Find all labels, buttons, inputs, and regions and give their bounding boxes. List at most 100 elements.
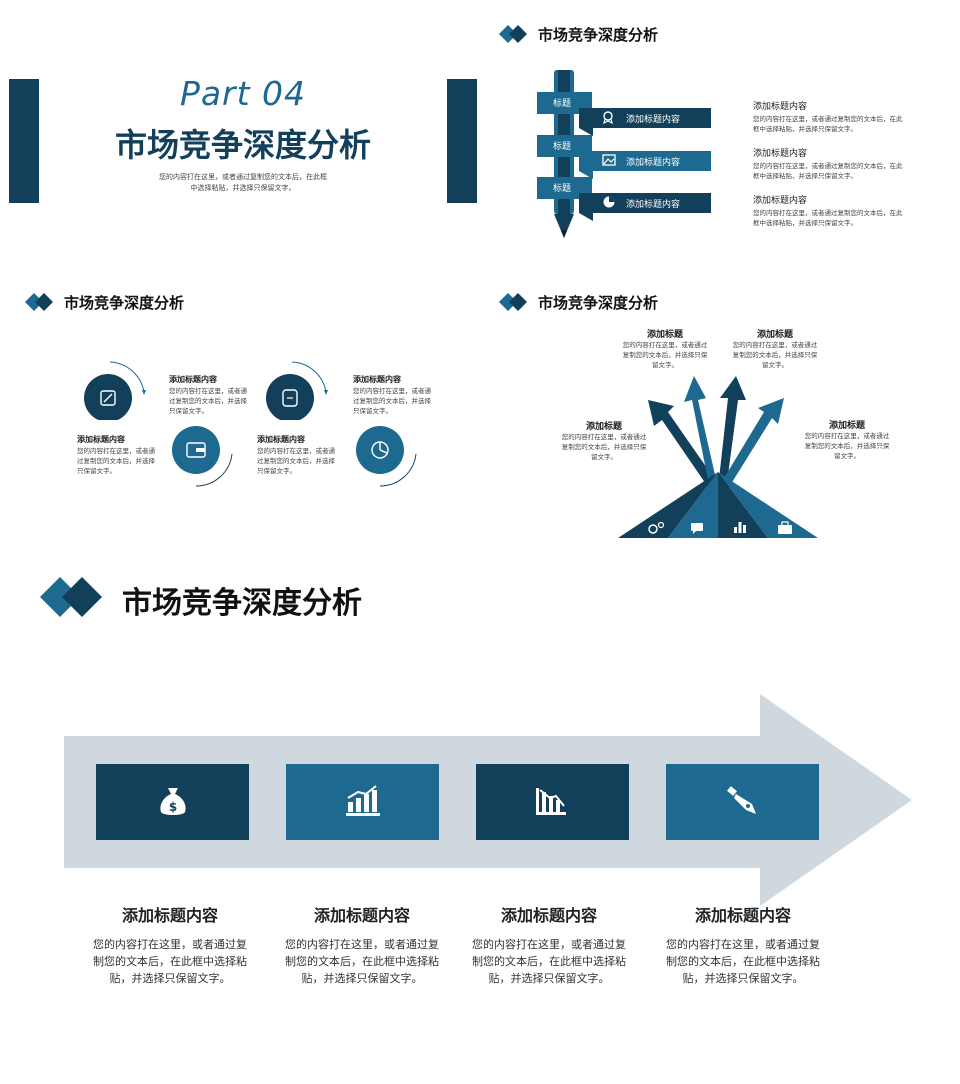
card-text: 添加标题内容 您的内容打在这里，或者通过复 制您的文本后，在此框中选择粘 贴，并… <box>651 902 835 987</box>
part-desc-2: 中选择粘贴，并选择只保留文字。 <box>190 184 296 192</box>
item-desc: 只保留文字。 <box>353 407 392 415</box>
svg-text:$: $ <box>169 800 177 814</box>
gear-icon <box>646 520 666 536</box>
label-title: 添加标题 <box>585 422 622 432</box>
tab-label: 标题 <box>553 142 572 152</box>
diamond-logo-icon <box>38 575 104 619</box>
card-desc: 贴，并选择只保留文字。 <box>109 972 231 985</box>
label-desc: 复制您的文本后，并选择只保 <box>804 442 890 450</box>
text-item: 添加标题内容 您的内容打在这里，或者通 过复制您的文本后，并选择 只保留文字。 <box>169 374 259 416</box>
card-desc: 制您的文本后，在此框中选择粘 <box>666 955 820 968</box>
left-bar <box>9 79 39 203</box>
right-bar <box>447 79 477 203</box>
item-desc: 过复制您的文本后，并选择 <box>257 457 335 465</box>
card-desc: 您的内容打在这里，或者通过复 <box>285 938 439 951</box>
card-box <box>286 764 439 840</box>
tab-label-bg <box>537 177 592 199</box>
card-desc: 贴，并选择只保留文字。 <box>488 972 610 985</box>
label-desc: 留文字。 <box>652 361 678 369</box>
ribbon-row <box>579 151 711 179</box>
item-title: 添加标题内容 <box>257 435 305 444</box>
item-desc: 只保留文字。 <box>169 407 208 415</box>
circle-compass <box>82 360 152 420</box>
section-header: 市场竞争深度分析 <box>122 586 362 621</box>
arrow-label: 添加标题 您的内容打在这里，或者通过 复制您的文本后，并选择只保 留文字。 <box>549 419 659 462</box>
part-desc-1: 您的内容打在这里，或者通过复制您的文本后，在此框 <box>159 173 327 181</box>
item-desc: 框中选择粘贴，并选择只保留文字。 <box>753 125 857 133</box>
text-item: 添加标题内容 您的内容打在这里，或者通过复制您的文本后，在此 框中选择粘贴，并选… <box>753 146 903 181</box>
item-desc: 框中选择粘贴，并选择只保留文字。 <box>753 172 857 180</box>
pen-nib-icon <box>726 786 760 816</box>
item-title: 添加标题内容 <box>753 196 808 206</box>
card-desc: 贴，并选择只保留文字。 <box>301 972 423 985</box>
ribbon-content: 添加标题内容 <box>626 200 681 210</box>
ribbon-content: 添加标题内容 <box>626 158 681 168</box>
money-bag-icon: $ <box>157 784 189 818</box>
tab-label: 标题 <box>553 99 572 109</box>
label-desc: 留文字。 <box>834 452 860 460</box>
label-desc: 复制您的文本后，并选择只保 <box>732 351 818 359</box>
part-title: 市场竞争深度分析 <box>114 126 371 164</box>
item-desc: 您的内容打在这里，或者通过复制您的文本后，在此 <box>753 115 903 123</box>
growth-chart-icon <box>346 784 380 816</box>
item-desc: 您的内容打在这里，或者通 <box>77 447 155 455</box>
ribbon-content: 添加标题内容 <box>626 115 681 125</box>
label-desc: 您的内容打在这里，或者通过 <box>561 433 647 441</box>
diamond-logo-icon <box>24 292 56 312</box>
pie-chart-icon <box>602 195 616 209</box>
label-desc: 复制您的文本后，并选择只保 <box>622 351 708 359</box>
bar-chart-icon <box>733 520 747 534</box>
arrows-pyramid-graphic <box>618 372 818 540</box>
tab-label: 标题 <box>553 184 572 194</box>
card-desc: 您的内容打在这里，或者通过复 <box>666 938 820 951</box>
item-desc: 您的内容打在这里，或者通 <box>257 447 335 455</box>
text-item: 添加标题内容 您的内容打在这里，或者通 过复制您的文本后，并选择 只保留文字。 <box>257 434 347 476</box>
diamond-logo-icon <box>498 292 530 312</box>
label-desc: 您的内容打在这里，或者通过 <box>622 341 708 349</box>
card-desc: 制您的文本后，在此框中选择粘 <box>285 955 439 968</box>
circle-message <box>264 360 334 420</box>
card-desc: 您的内容打在这里，或者通过复 <box>472 938 626 951</box>
part-label: Part 04 <box>179 74 307 113</box>
item-desc: 您的内容打在这里，或者通 <box>169 387 247 395</box>
circle-pie <box>354 424 424 490</box>
text-item: 添加标题内容 您的内容打在这里，或者通过复制您的文本后，在此 框中选择粘贴，并选… <box>753 99 903 134</box>
card-desc: 制您的文本后，在此框中选择粘 <box>472 955 626 968</box>
text-item: 添加标题内容 您的内容打在这里，或者通 过复制您的文本后，并选择 只保留文字。 <box>353 374 443 416</box>
section-header: 市场竞争深度分析 <box>538 26 659 44</box>
label-desc: 留文字。 <box>591 453 617 461</box>
label-title: 添加标题 <box>828 421 865 431</box>
item-desc: 只保留文字。 <box>77 467 116 475</box>
image-icon <box>602 153 616 167</box>
item-desc: 过复制您的文本后，并选择 <box>169 397 247 405</box>
card-title: 添加标题内容 <box>500 906 597 925</box>
item-desc: 您的内容打在这里，或者通过复制您的文本后，在此 <box>753 209 903 217</box>
card-desc: 制您的文本后，在此框中选择粘 <box>93 955 247 968</box>
decline-chart-icon <box>534 784 568 816</box>
chat-icon <box>690 522 704 534</box>
circle-wallet <box>170 424 240 490</box>
arrow-label: 添加标题 您的内容打在这里，或者通过 复制您的文本后，并选择只保 留文字。 <box>720 327 830 370</box>
label-title: 添加标题 <box>756 330 793 340</box>
item-desc: 过复制您的文本后，并选择 <box>77 457 155 465</box>
tab-label-bg <box>537 92 592 114</box>
item-desc: 框中选择粘贴，并选择只保留文字。 <box>753 219 857 227</box>
section-header: 市场竞争深度分析 <box>538 294 659 312</box>
text-item: 添加标题内容 您的内容打在这里，或者通过复制您的文本后，在此 框中选择粘贴，并选… <box>753 193 903 228</box>
item-title: 添加标题内容 <box>353 375 401 384</box>
item-title: 添加标题内容 <box>169 375 217 384</box>
item-desc: 您的内容打在这里，或者通 <box>353 387 431 395</box>
section-header: 市场竞争深度分析 <box>64 294 185 312</box>
label-desc: 留文字。 <box>762 361 788 369</box>
card-title: 添加标题内容 <box>694 906 791 925</box>
card-desc: 您的内容打在这里，或者通过复 <box>93 938 247 951</box>
tab-label-bg <box>537 135 592 157</box>
item-desc: 您的内容打在这里，或者通过复制您的文本后，在此 <box>753 162 903 170</box>
text-item: 添加标题内容 您的内容打在这里，或者通 过复制您的文本后，并选择 只保留文字。 <box>77 434 167 476</box>
arrow-label: 添加标题 您的内容打在这里，或者通过 复制您的文本后，并选择只保 留文字。 <box>792 418 902 461</box>
card-desc: 贴，并选择只保留文字。 <box>682 972 804 985</box>
card-text: 添加标题内容 您的内容打在这里，或者通过复 制您的文本后，在此框中选择粘 贴，并… <box>270 902 454 987</box>
card-text: 添加标题内容 您的内容打在这里，或者通过复 制您的文本后，在此框中选择粘 贴，并… <box>457 902 641 987</box>
award-icon <box>601 110 615 124</box>
label-desc: 复制您的文本后，并选择只保 <box>561 443 647 451</box>
